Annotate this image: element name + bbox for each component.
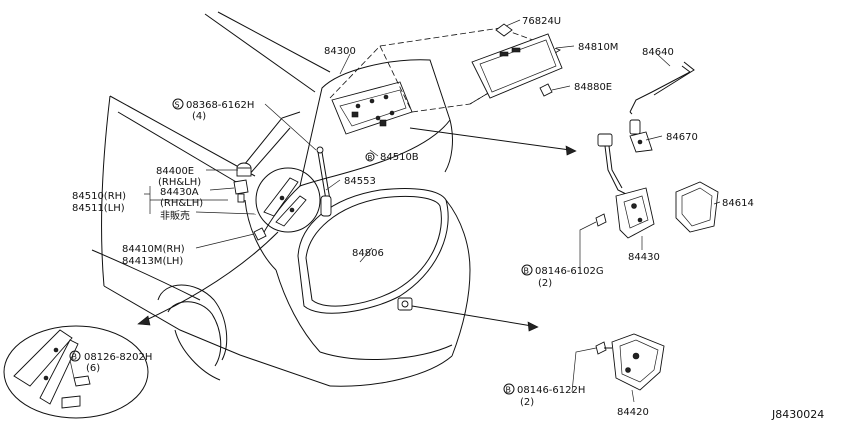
label-84430A: 84430A — [160, 187, 199, 198]
arrow-to-lock — [409, 127, 577, 156]
label-not-for-sale: 非販売 — [160, 209, 190, 222]
label-76824U: 76824U — [522, 16, 561, 27]
label-84553: 84553 — [344, 176, 376, 187]
label-84510B: 84510B — [380, 152, 419, 163]
label-84614: 84614 — [722, 198, 754, 209]
label-84413M-lh: 84413M(LH) — [122, 256, 183, 267]
car-body-outline — [91, 11, 471, 387]
leader-lines — [69, 19, 721, 403]
label-84410M-rh: 84410M(RH) — [122, 244, 185, 255]
marker-b-circle-6122H — [503, 383, 515, 395]
label-84400E-side: (RH&LH) — [158, 177, 201, 188]
bumper-rubber-84430A — [233, 179, 249, 203]
marker-b-circle-84510B — [365, 152, 375, 162]
label-84511-lh: 84511(LH) — [72, 203, 125, 214]
label-84400E: 84400E — [156, 166, 194, 177]
label-84806: 84806 — [352, 248, 384, 259]
label-84810M: 84810M — [578, 42, 618, 53]
hinge-84510 — [253, 167, 321, 241]
label-84640: 84640 — [642, 47, 674, 58]
label-84670: 84670 — [666, 132, 698, 143]
marker-s: S — [175, 101, 180, 110]
switch-84670 — [629, 119, 653, 153]
arrow-to-latch — [411, 305, 539, 332]
label-84300: 84300 — [324, 46, 356, 57]
bumper-rubber-84400E — [236, 162, 252, 177]
label-08126-qty: (6) — [86, 363, 100, 374]
arrow-to-detail — [137, 231, 279, 326]
marker-b: B — [506, 386, 512, 395]
cover-84614 — [675, 181, 719, 233]
marker-b-circle-8202H — [69, 350, 81, 362]
label-08368-6162H: 08368-6162H — [186, 100, 254, 111]
diagram-id: J8430024 — [771, 408, 824, 421]
hinge-detail-circle — [3, 325, 149, 419]
license-finisher-84300 — [331, 81, 413, 135]
label-08146-6102G: 08146-6102G — [535, 266, 604, 277]
finisher-84810M — [471, 23, 563, 99]
label-84420: 84420 — [617, 407, 649, 418]
label-08368-qty: (4) — [192, 111, 206, 122]
marker-b-circle-6102G — [521, 264, 533, 276]
label-08126-8202H: 08126-8202H — [84, 352, 152, 363]
trunk-lock-84430 — [595, 133, 655, 239]
label-08146-6102G-qty: (2) — [538, 278, 552, 289]
latch-84420 — [595, 333, 665, 391]
callout-labels: 76824U 84300 84810M 84640 84880E S 08368… — [69, 16, 824, 421]
label-84510-rh: 84510(RH) — [72, 191, 126, 202]
label-84430: 84430 — [628, 252, 660, 263]
label-08146-6122H: 08146-6122H — [517, 385, 585, 396]
marker-b: B — [368, 154, 373, 162]
label-08146-6122H-qty: (2) — [520, 397, 534, 408]
rod-84640 — [629, 61, 695, 115]
marker-b: B — [72, 353, 78, 362]
label-84880E: 84880E — [574, 82, 612, 93]
marker-s-circle — [172, 98, 184, 110]
marker-b: B — [524, 267, 530, 276]
label-84430A-side: (RH&LH) — [160, 198, 203, 209]
damper-84553 — [316, 146, 332, 217]
